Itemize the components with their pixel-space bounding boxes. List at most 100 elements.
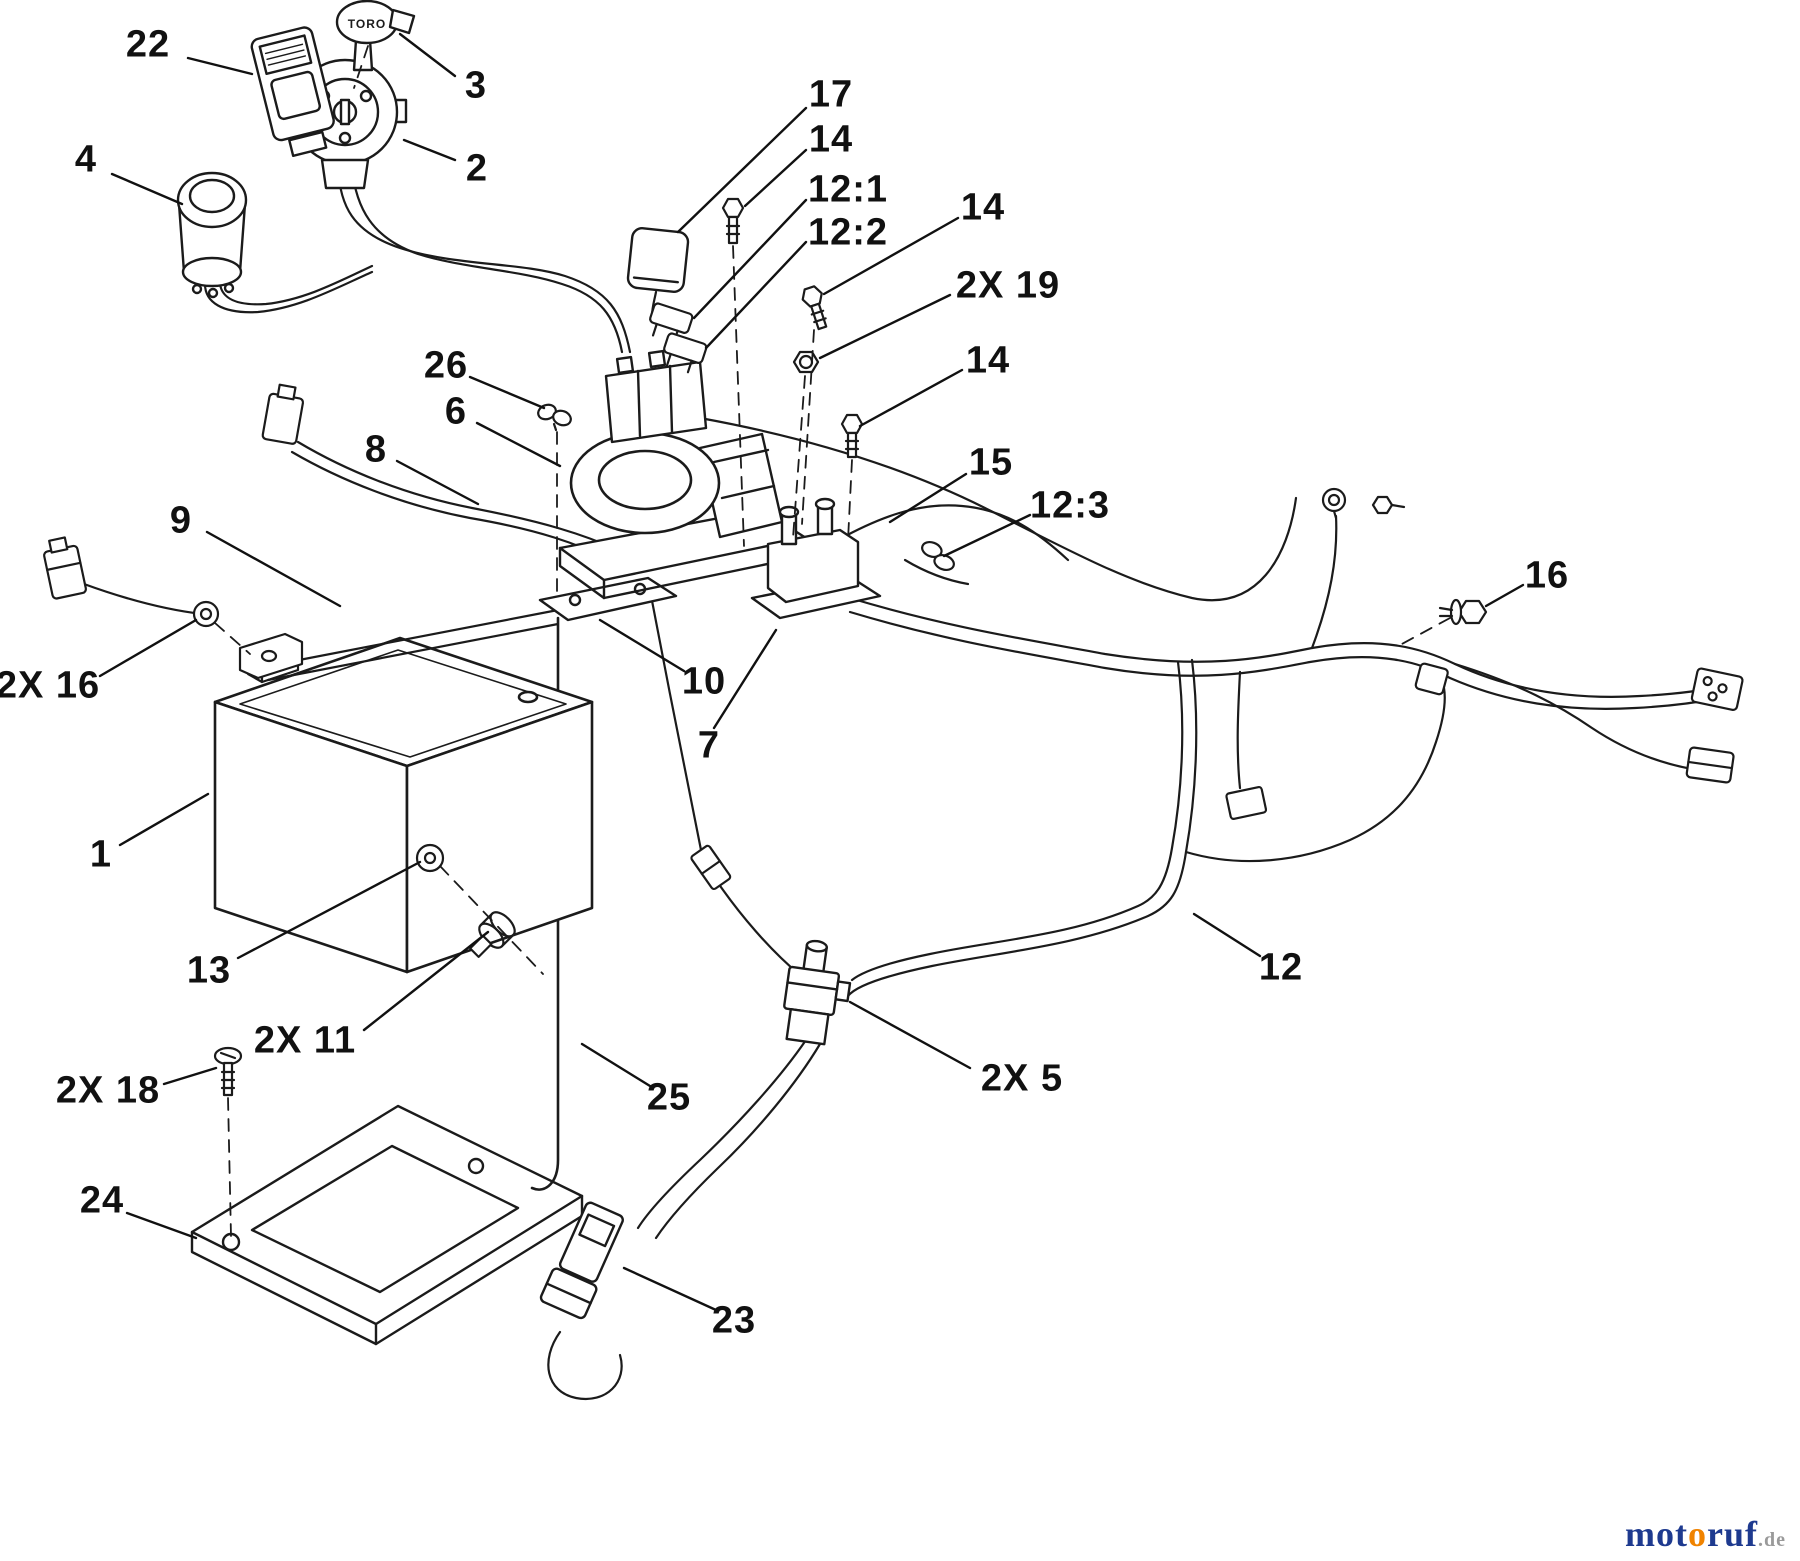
connector-23: [539, 1201, 624, 1320]
leader-line-24-25: [125, 1211, 198, 1240]
hold-down-rod: [530, 616, 560, 1191]
connector-upper-left: [261, 383, 305, 445]
callout-15-11: 15: [968, 441, 1014, 484]
leader-line-2x-16-18: [98, 618, 198, 678]
ignition-key: TORO: [335, 0, 416, 72]
callout-7-20: 7: [697, 724, 721, 767]
leader-line-10-19: [598, 618, 686, 673]
hold-down-bar: [238, 608, 560, 682]
watermark-text-1: mot: [1625, 1514, 1688, 1554]
callout-10-19: 10: [681, 660, 727, 703]
callout-23-27: 23: [711, 1299, 757, 1342]
callout-9-17: 9: [169, 499, 193, 542]
screw-2x18: [213, 1046, 243, 1097]
bolt-14-c: [840, 413, 864, 459]
leader-line-6-15: [475, 421, 562, 468]
callout-25-26: 25: [646, 1076, 692, 1119]
leader-line-15-11: [888, 472, 968, 524]
leader-line-23-27: [622, 1266, 718, 1312]
callout-2-2: 2: [465, 147, 489, 190]
callout-14-5: 14: [808, 118, 854, 161]
leader-line-1-21: [118, 792, 210, 847]
callout-12-1-6: 12:1: [807, 168, 889, 211]
leader-line-14-5: [743, 148, 808, 208]
assembly-axes: [214, 45, 1451, 1237]
washer-2x16: [192, 600, 220, 628]
connector-inline: [690, 844, 732, 891]
leader-line-12-1-6: [692, 198, 808, 320]
callout-26-14: 26: [423, 344, 469, 387]
fuse-block: [604, 349, 708, 444]
watermark-logo: motoruf.de: [1625, 1513, 1786, 1555]
callout-14-10: 14: [965, 339, 1011, 382]
leader-line-14-10: [858, 368, 964, 428]
mount-plate: [538, 576, 678, 622]
bolt-2x11: [469, 911, 516, 958]
leader-line-14-8: [822, 216, 960, 296]
bolt-right-top: [1371, 495, 1406, 515]
leader-line-26-14: [468, 375, 546, 410]
callout-2x-5-29: 2X 5: [980, 1057, 1064, 1100]
leader-line-2x-5-29: [848, 1000, 972, 1070]
leader-line-3-1: [398, 32, 457, 78]
fuel-solenoid: [783, 939, 852, 1046]
leader-line-22-0: [186, 56, 254, 76]
dome: [569, 431, 721, 535]
callout-16-13: 16: [1524, 554, 1570, 597]
callout-12-2-7: 12:2: [807, 211, 889, 254]
leader-line-12-3-12: [942, 513, 1032, 558]
relay: [626, 227, 690, 293]
bolt-14-a: [721, 197, 745, 245]
wire-clip-26: [537, 403, 572, 432]
callout-14-8: 14: [960, 186, 1006, 229]
connector-right-b: [1685, 746, 1735, 784]
connector-right-a: [1690, 667, 1744, 711]
fuse-12-2: [663, 332, 708, 374]
key-brand-label: TORO: [348, 17, 386, 31]
callout-1-21: 1: [89, 833, 113, 876]
leader-line-17-4: [676, 106, 808, 234]
watermark-suffix: .de: [1758, 1529, 1786, 1551]
round-switch: [176, 171, 248, 299]
connector-plug-right: [1414, 662, 1449, 696]
watermark-text-2: ruf: [1707, 1514, 1758, 1554]
bolt-14-b: [801, 285, 828, 331]
leader-lines: [98, 32, 1525, 1312]
leader-line-7-20: [712, 628, 778, 730]
washer-13: [415, 843, 445, 873]
leader-line-8-16: [395, 459, 480, 506]
leader-line-13-22: [236, 860, 422, 960]
connector-mid-right: [1225, 785, 1268, 820]
callout-22-0: 22: [125, 23, 171, 66]
callout-13-22: 13: [186, 949, 232, 992]
leader-line-4-3: [110, 172, 184, 206]
battery: [213, 636, 594, 974]
ring-terminal-boot: [1321, 487, 1347, 520]
rocker-switch-module: [250, 26, 335, 158]
leader-line-16-13: [1484, 583, 1525, 608]
callout-6-15: 6: [444, 390, 468, 433]
callout-8-16: 8: [364, 428, 388, 471]
callout-2x-16-18: 2X 16: [0, 664, 101, 707]
starter-solenoid: [750, 497, 882, 620]
leader-line-12-28: [1192, 912, 1262, 958]
leader-line-2-2: [402, 138, 457, 162]
callout-2x-11-23: 2X 11: [253, 1019, 357, 1062]
callout-12-28: 12: [1258, 946, 1304, 989]
callout-3-1: 3: [464, 64, 488, 107]
callout-2x-18-24: 2X 18: [55, 1069, 161, 1112]
watermark-text-accent: o: [1688, 1514, 1707, 1554]
callout-12-3-12: 12:3: [1029, 484, 1111, 527]
connector-left-stub: [43, 536, 87, 600]
leader-line-25-26: [580, 1042, 652, 1088]
callout-17-4: 17: [808, 73, 854, 116]
leader-line-2x-18-24: [162, 1066, 218, 1086]
leader-line-12-2-7: [704, 240, 808, 350]
callout-4-3: 4: [74, 138, 98, 181]
wiring-harness: [82, 166, 1724, 1401]
callout-24-25: 24: [79, 1179, 125, 1222]
fuse-12-1: [649, 302, 694, 344]
battery-tray: [190, 1104, 584, 1346]
